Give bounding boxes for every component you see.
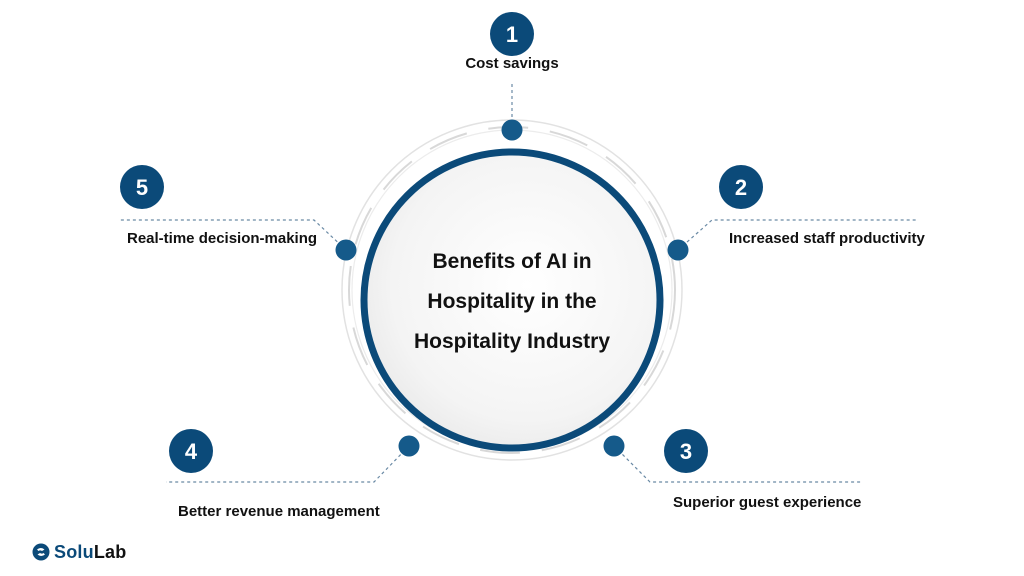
number-badge-5: 5 <box>120 165 164 209</box>
brand-name-part-1: Solu <box>54 541 94 562</box>
benefit-label-5: Real-time decision-making <box>127 230 318 247</box>
number-5: 5 <box>136 175 148 200</box>
solulab-logo-icon <box>32 543 50 561</box>
center-title-line-3: Hospitality Industry <box>414 330 610 353</box>
connector-4 <box>166 445 410 483</box>
center-title: Benefits of AI in Hospitality in the Hos… <box>414 250 610 353</box>
number-3: 3 <box>680 439 692 464</box>
ring-dots <box>335 119 689 457</box>
brand-logo: SoluLab <box>32 541 126 563</box>
brand-name: SoluLab <box>54 542 126 563</box>
number-badge-1: 1 <box>490 12 534 56</box>
ring-dot-5 <box>335 239 357 261</box>
ring-dot-1 <box>501 119 523 141</box>
number-badge-3: 3 <box>664 429 708 473</box>
center-circle <box>360 148 664 452</box>
center-title-line-2: Hospitality in the <box>427 290 596 313</box>
number-4: 4 <box>185 439 198 464</box>
brand-name-part-2: Lab <box>93 541 127 562</box>
connector-3 <box>613 445 862 483</box>
ring-dot-3 <box>603 435 625 457</box>
benefit-label-3: Superior guest experience <box>673 494 862 511</box>
connectors <box>118 84 918 483</box>
benefit-label-2: Increased staff productivity <box>729 230 925 247</box>
number-2: 2 <box>735 175 747 200</box>
number-badge-4: 4 <box>169 429 213 473</box>
ring-dot-4 <box>398 435 420 457</box>
number-1: 1 <box>506 22 518 47</box>
benefit-label-4: Better revenue management <box>178 503 380 520</box>
benefit-label-1: Cost savings <box>465 55 559 72</box>
ring-dot-2 <box>667 239 689 261</box>
connector-5 <box>118 219 347 251</box>
connector-2 <box>677 219 918 251</box>
center-title-line-1: Benefits of AI in <box>432 250 591 273</box>
number-badge-2: 2 <box>719 165 763 209</box>
